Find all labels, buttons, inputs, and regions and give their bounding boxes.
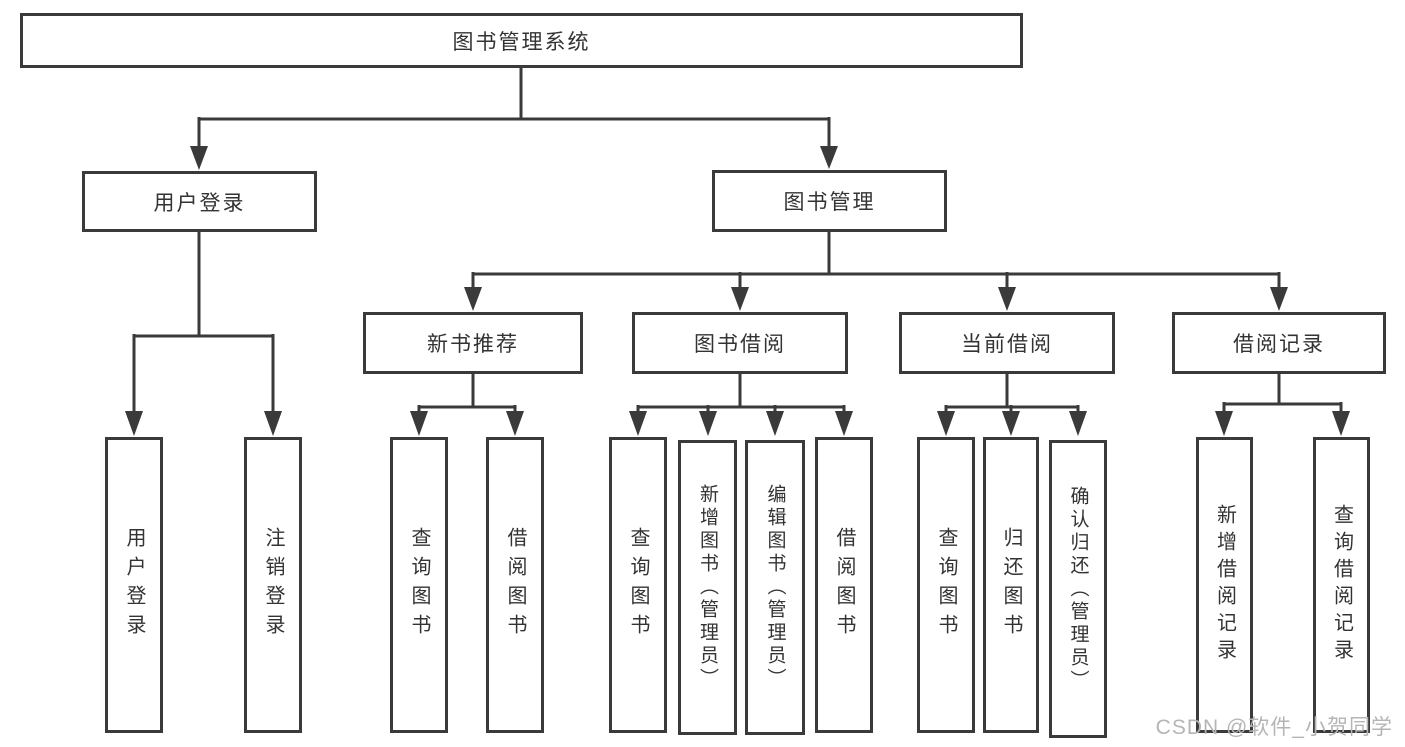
leaf-user-login: 用户登录 (105, 437, 163, 733)
leaf-borrow-books-recommend-label: 借阅图书 (504, 527, 526, 643)
leaf-query-books-current: 查询图书 (917, 437, 975, 733)
node-current-borrowing-label: 当前借阅 (961, 333, 1053, 356)
node-book-borrowing-label: 图书借阅 (694, 333, 786, 356)
node-new-book-recommend: 新书推荐 (363, 312, 583, 374)
leaf-confirm-return-admin-label: 确认归还（管理员） (1067, 485, 1089, 693)
leaf-query-books-recommend: 查询图书 (390, 437, 448, 733)
node-book-borrowing: 图书借阅 (632, 312, 848, 374)
leaf-borrow-books-borrowing-label: 借阅图书 (833, 527, 855, 643)
leaf-add-borrow-record: 新增借阅记录 (1196, 437, 1253, 733)
leaf-confirm-return-admin: 确认归还（管理员） (1049, 440, 1107, 738)
leaf-logout: 注销登录 (244, 437, 302, 733)
node-borrowing-records: 借阅记录 (1172, 312, 1386, 374)
leaf-logout-label: 注销登录 (262, 527, 284, 643)
node-book-management-label: 图书管理 (783, 191, 876, 214)
leaf-query-books-current-label: 查询图书 (935, 527, 957, 643)
leaf-query-books-borrowing-label: 查询图书 (627, 527, 649, 643)
node-new-book-recommend-label: 新书推荐 (427, 333, 519, 356)
node-current-borrowing: 当前借阅 (899, 312, 1115, 374)
leaf-query-books-recommend-label: 查询图书 (408, 527, 430, 643)
node-book-management: 图书管理 (712, 170, 947, 232)
leaf-query-borrow-record-label: 查询借阅记录 (1330, 504, 1353, 666)
node-user-login-label: 用户登录 (153, 191, 246, 215)
leaf-add-books-admin: 新增图书（管理员） (678, 440, 737, 735)
leaf-edit-books-admin: 编辑图书（管理员） (745, 440, 805, 735)
leaf-query-borrow-record: 查询借阅记录 (1313, 437, 1370, 733)
leaf-edit-books-admin-label: 编辑图书（管理员） (764, 484, 786, 691)
node-user-login: 用户登录 (82, 171, 317, 232)
leaf-return-books: 归还图书 (983, 437, 1039, 733)
leaf-user-login-label: 用户登录 (123, 527, 145, 643)
node-root: 图书管理系统 (20, 13, 1023, 68)
leaf-borrow-books-recommend: 借阅图书 (486, 437, 544, 733)
leaf-add-borrow-record-label: 新增借阅记录 (1213, 504, 1236, 666)
leaf-query-books-borrowing: 查询图书 (609, 437, 667, 733)
csdn-watermark: CSDN @软件_小贺同学 (1155, 716, 1393, 739)
leaf-return-books-label: 归还图书 (1000, 527, 1022, 643)
leaf-borrow-books-borrowing: 借阅图书 (815, 437, 873, 733)
node-root-label: 图书管理系统 (452, 30, 591, 54)
node-borrowing-records-label: 借阅记录 (1233, 333, 1325, 356)
leaf-add-books-admin-label: 新增图书（管理员） (697, 484, 718, 691)
